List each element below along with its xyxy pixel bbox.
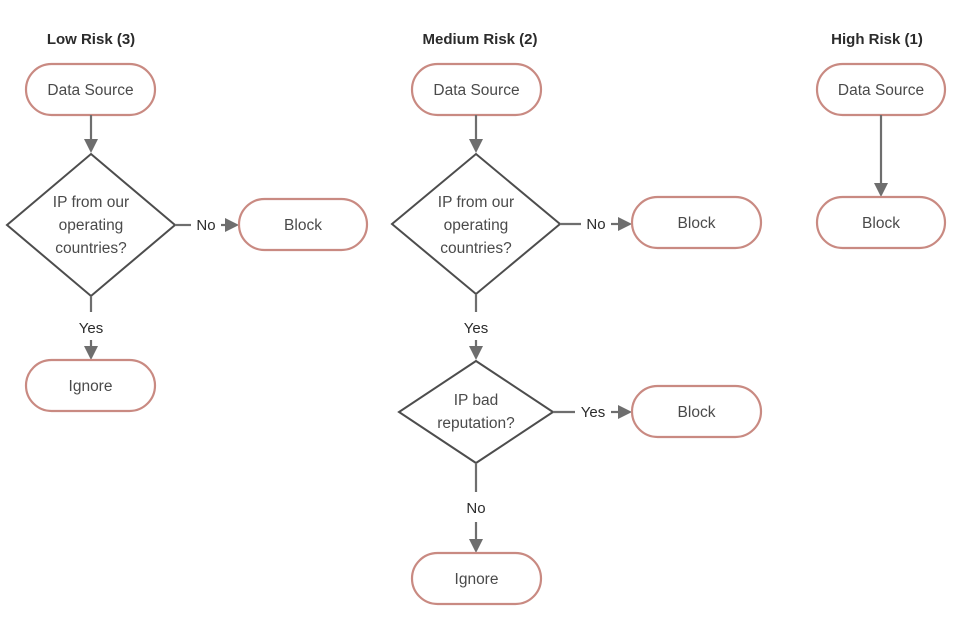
medium-reputation-line-1: IP bad xyxy=(454,392,499,409)
low-data-source-label: Data Source xyxy=(47,82,133,99)
low-risk-title: Low Risk (3) xyxy=(47,31,135,48)
medium-question-line-3: countries? xyxy=(440,240,512,257)
medium-ignore-label: Ignore xyxy=(455,571,499,588)
medium-question-line-2: operating xyxy=(444,217,509,234)
low-question-line-2: operating xyxy=(59,217,124,234)
medium-no-label: No xyxy=(586,216,605,233)
medium-reputation-line-2: reputation? xyxy=(437,415,515,432)
medium-block2-label: Block xyxy=(678,404,716,421)
low-no-label: No xyxy=(196,217,215,234)
medium-block-label: Block xyxy=(678,215,716,232)
low-risk-column: Low Risk (3) Data Source IP from our ope… xyxy=(5,31,369,413)
low-arrow-no xyxy=(225,218,239,232)
low-block-node xyxy=(237,197,369,252)
high-arrow-source-to-block xyxy=(874,183,888,197)
medium-arrow-yes xyxy=(469,346,483,360)
medium-no2-label: No xyxy=(466,500,485,517)
low-ignore-node xyxy=(24,358,157,413)
high-risk-title: High Risk (1) xyxy=(831,31,923,48)
low-question-line-3: countries? xyxy=(55,240,127,257)
high-data-source-label: Data Source xyxy=(838,82,924,99)
low-arrow-yes xyxy=(84,346,98,360)
low-yes-label: Yes xyxy=(79,320,103,337)
medium-question-line-1: IP from our xyxy=(438,194,514,211)
medium-arrow-yes2 xyxy=(618,405,632,419)
low-ignore-label: Ignore xyxy=(69,378,113,395)
medium-yes-label: Yes xyxy=(464,320,488,337)
low-question-line-1: IP from our xyxy=(53,194,129,211)
medium-data-source-label: Data Source xyxy=(433,82,519,99)
low-block-label: Block xyxy=(284,217,322,234)
high-risk-column: High Risk (1) Data Source Block xyxy=(815,31,947,250)
high-block-node xyxy=(815,195,947,250)
medium-risk-column: Medium Risk (2) Data Source IP from our … xyxy=(390,31,763,606)
medium-arrow-no2 xyxy=(469,539,483,553)
medium-ignore-node xyxy=(410,551,543,606)
medium-arrow-no xyxy=(618,217,632,231)
medium-risk-title: Medium Risk (2) xyxy=(422,31,537,48)
medium-arrow-source-to-question xyxy=(469,139,483,153)
low-arrow-source-to-question xyxy=(84,139,98,153)
medium-block-node xyxy=(630,195,763,250)
medium-block2-node xyxy=(630,384,763,439)
medium-yes2-label: Yes xyxy=(581,404,605,421)
high-block-label: Block xyxy=(862,215,900,232)
medium-reputation-diamond xyxy=(397,359,555,465)
